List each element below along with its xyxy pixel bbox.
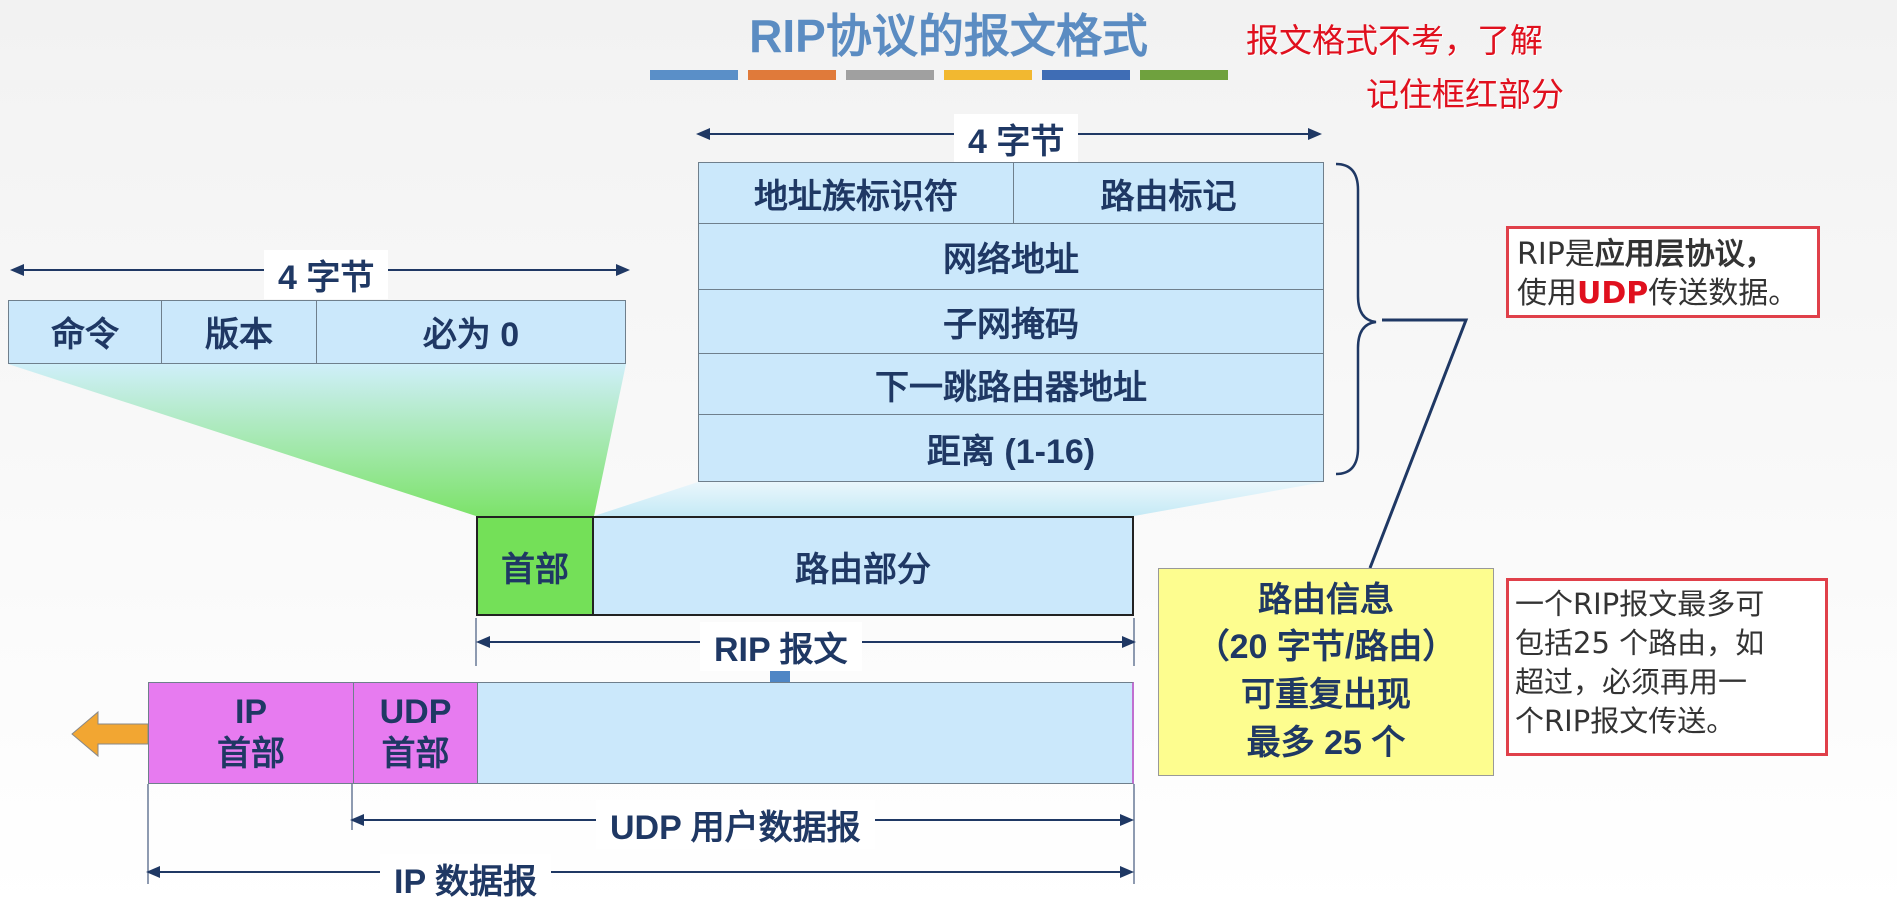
page-title: RIP协议的报文格式	[749, 10, 1148, 62]
ip-header-line1: IP	[234, 692, 268, 731]
left-arrow	[71, 710, 149, 758]
ip-header-line2: 首部	[217, 735, 285, 773]
udp-datagram-label: UDP 用户数据报	[596, 800, 875, 849]
field-version: 版本	[161, 300, 317, 364]
route-brace	[1335, 162, 1377, 476]
route-info-line4: 最多 25 个	[1246, 723, 1406, 762]
field-distance: 距离 (1-16)	[698, 414, 1324, 482]
stripe-5	[1042, 70, 1130, 80]
title-stripes	[650, 70, 1228, 80]
udp-header: UDP 首部	[353, 682, 478, 784]
header-bytes-label: 4 字节	[264, 250, 389, 299]
field-next-hop: 下一跳路由器地址	[698, 353, 1324, 415]
route-info-line1: 路由信息	[1258, 580, 1394, 619]
ip-header: IP 首部	[148, 682, 354, 784]
field-subnet-mask: 子网掩码	[698, 289, 1324, 354]
app-layer-post: 传送数据。	[1648, 276, 1799, 311]
app-layer-udp: UDP	[1577, 276, 1649, 311]
rip-header: 首部	[476, 516, 594, 616]
stripe-1	[650, 70, 738, 80]
stripe-6	[1140, 70, 1228, 80]
field-command: 命令	[8, 300, 162, 364]
max-routes-note: 一个RIP报文最多可 包括25 个路由，如 超过，必须再用一 个RIP报文传送。	[1506, 578, 1828, 756]
header-funnel	[8, 364, 626, 516]
route-bytes-label: 4 字节	[954, 114, 1079, 163]
field-address-family: 地址族标识符	[698, 162, 1014, 224]
route-info-line2: （20 字节/路由）	[1195, 628, 1457, 667]
max-routes-line3: 超过，必须再用一	[1515, 665, 1748, 700]
route-connector	[1368, 318, 1469, 569]
app-layer-pre: RIP是	[1517, 237, 1595, 272]
stripe-2	[748, 70, 836, 80]
field-route-tag: 路由标记	[1013, 162, 1324, 224]
max-routes-line2: 包括25 个路由，如	[1515, 626, 1765, 661]
max-routes-line1: 一个RIP报文最多可	[1515, 587, 1765, 621]
udp-data	[477, 682, 1134, 784]
rip-message-label: RIP 报文	[700, 622, 862, 671]
stripe-3	[846, 70, 934, 80]
field-must-zero: 必为 0	[316, 300, 626, 364]
route-info-box: 路由信息 （20 字节/路由） 可重复出现 最多 25 个	[1158, 568, 1494, 776]
exam-note-line1: 报文格式不考，了解	[1246, 21, 1543, 60]
exam-note-line2: 记住框红部分	[1366, 75, 1564, 114]
app-layer-use: 使用	[1517, 276, 1577, 311]
udp-header-line2: 首部	[381, 735, 450, 773]
field-network-address: 网络地址	[698, 223, 1324, 290]
app-layer-note: RIP是应用层协议， 使用UDP传送数据。	[1506, 226, 1820, 318]
app-layer-bold: 应用层协议，	[1594, 237, 1775, 272]
max-routes-line4: 个RIP报文传送。	[1515, 704, 1736, 739]
udp-header-line1: UDP	[379, 692, 452, 731]
stripe-4	[944, 70, 1032, 80]
rip-routing-part: 路由部分	[592, 516, 1134, 616]
ip-datagram-label: IP 数据报	[380, 854, 551, 903]
route-info-line3: 可重复出现	[1241, 676, 1411, 714]
routing-funnel	[594, 482, 1324, 516]
